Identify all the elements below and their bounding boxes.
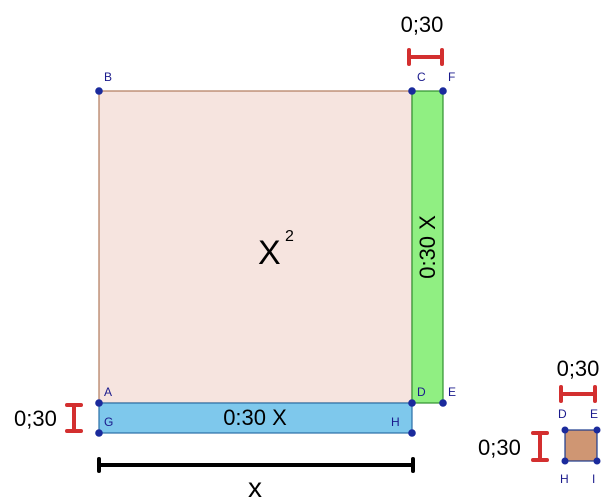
small-width-bracket bbox=[559, 385, 597, 403]
small-point-h bbox=[561, 457, 569, 465]
left-height-label: 0;30 bbox=[14, 406, 57, 431]
point-a bbox=[95, 399, 103, 407]
right-strip bbox=[411, 90, 444, 404]
point-e bbox=[439, 399, 447, 407]
small-height-bracket bbox=[531, 431, 549, 462]
small-height-label: 0;30 bbox=[478, 435, 521, 460]
label-e: E bbox=[448, 385, 456, 399]
small-point-i bbox=[593, 457, 601, 465]
left-height-bracket bbox=[65, 403, 83, 433]
point-f bbox=[439, 87, 447, 95]
point-c bbox=[408, 87, 416, 95]
top-width-label: 0;30 bbox=[401, 12, 444, 37]
square-area-label: X bbox=[258, 234, 281, 272]
small-square bbox=[564, 429, 598, 462]
point-h bbox=[408, 429, 416, 437]
top-width-bracket bbox=[407, 48, 444, 66]
small-point-d bbox=[561, 426, 569, 434]
small-point-e bbox=[593, 426, 601, 434]
small-width-label: 0;30 bbox=[557, 356, 600, 381]
bottom-length-line bbox=[97, 457, 415, 473]
label-d: D bbox=[417, 385, 426, 399]
square-area-exponent: 2 bbox=[285, 228, 294, 245]
point-d bbox=[408, 399, 416, 407]
label-g: G bbox=[104, 415, 113, 429]
label-h: H bbox=[391, 415, 400, 429]
point-b bbox=[95, 87, 103, 95]
small-label-e: E bbox=[590, 407, 598, 421]
label-a: A bbox=[104, 385, 112, 399]
bottom-length-label: x bbox=[248, 472, 262, 501]
right-strip-label: 0:30 X bbox=[415, 215, 440, 279]
label-f: F bbox=[448, 70, 455, 84]
bottom-strip bbox=[98, 402, 413, 434]
bottom-strip-label: 0:30 X bbox=[223, 405, 287, 430]
point-g bbox=[95, 429, 103, 437]
points bbox=[95, 87, 601, 465]
label-c: C bbox=[417, 70, 426, 84]
small-label-d: D bbox=[558, 407, 567, 421]
small-label-h: H bbox=[560, 472, 569, 486]
label-b: B bbox=[104, 70, 112, 84]
big-square bbox=[98, 90, 413, 404]
small-label-i: I bbox=[592, 472, 595, 486]
